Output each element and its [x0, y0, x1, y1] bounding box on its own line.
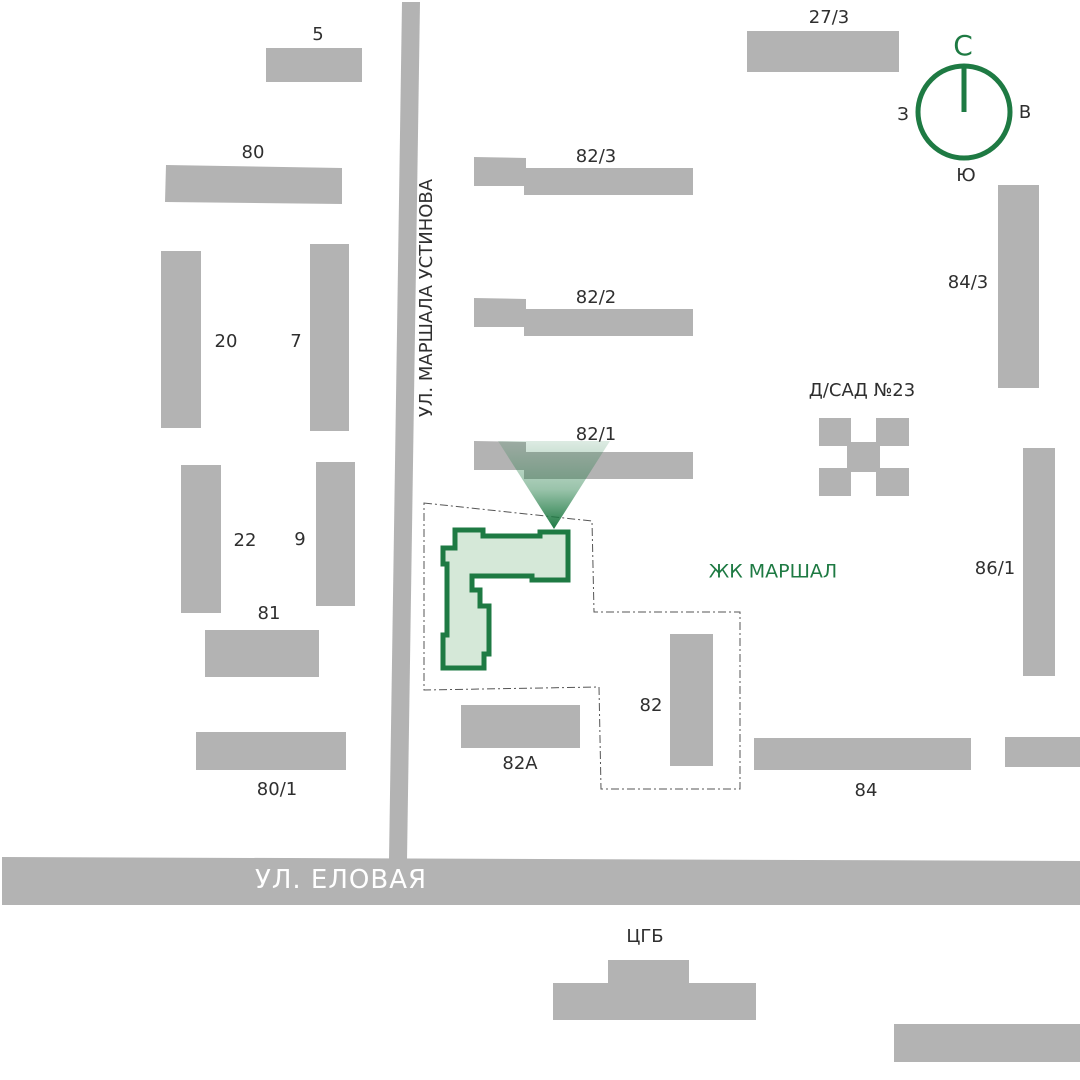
building-20: [161, 251, 201, 428]
building-82-3: [474, 157, 693, 195]
compass-east-letter: В: [1018, 102, 1032, 123]
view-direction-cone-icon: [498, 441, 610, 529]
building-label-84: 84: [854, 780, 878, 801]
complex-building: [440, 527, 571, 671]
complex-site-boundary: [423, 502, 741, 790]
building-label-84-3: 84/3: [947, 272, 989, 293]
building-label-86-1: 86/1: [974, 558, 1016, 579]
building-label-82-3: 82/3: [575, 146, 617, 167]
building-label-27-3: 27/3: [808, 7, 850, 28]
compass-west-letter: З: [897, 104, 909, 125]
building-5: [266, 48, 362, 82]
street-label-marshal-ustinov: УЛ. МАРШАЛА УСТИНОВА: [416, 178, 437, 418]
road-marshal-ustinov: [389, 2, 420, 860]
building-label-82-2: 82/2: [575, 287, 617, 308]
building-22: [181, 465, 221, 613]
watermark-text: ИС: [591, 523, 633, 557]
building-27-3: [747, 31, 899, 72]
building-south-east: [894, 1024, 1080, 1062]
kindergarten-label: Д/САД №23: [808, 380, 916, 401]
compass-rose: [915, 63, 1013, 161]
building-7: [310, 244, 349, 431]
complex-name-label: ЖК МАРШАЛ: [708, 560, 838, 583]
building-82-2: [474, 298, 693, 336]
hospital-building: [553, 960, 756, 1020]
road-elovaya: [2, 857, 1080, 905]
building-82a: [461, 705, 580, 748]
building-label-82-1: 82/1: [575, 424, 617, 445]
building-label-9: 9: [294, 529, 306, 550]
building-9: [316, 462, 355, 606]
building-label-20: 20: [214, 331, 238, 352]
building-80-1: [196, 732, 346, 770]
building-label-80-1: 80/1: [256, 779, 298, 800]
building-80: [165, 165, 342, 204]
compass-north-letter: С: [953, 29, 973, 62]
building-label-5: 5: [312, 24, 324, 45]
building-label-82: 82: [639, 695, 663, 716]
hospital-label: ЦГБ: [626, 926, 664, 947]
building-label-81: 81: [257, 603, 281, 624]
building-81: [205, 630, 319, 677]
building-label-7: 7: [290, 331, 302, 352]
compass-south-letter: Ю: [956, 165, 976, 186]
building-label-80: 80: [241, 142, 265, 163]
building-84-3: [998, 185, 1039, 388]
kindergarten-23: [819, 418, 909, 496]
building-label-22: 22: [233, 530, 257, 551]
building-label-82a: 82А: [502, 753, 538, 774]
building-84: [754, 738, 971, 770]
building-84-east: [1005, 737, 1080, 767]
street-label-elovaya: УЛ. ЕЛОВАЯ: [255, 865, 428, 895]
building-82: [670, 634, 713, 766]
building-86-1: [1023, 448, 1055, 676]
